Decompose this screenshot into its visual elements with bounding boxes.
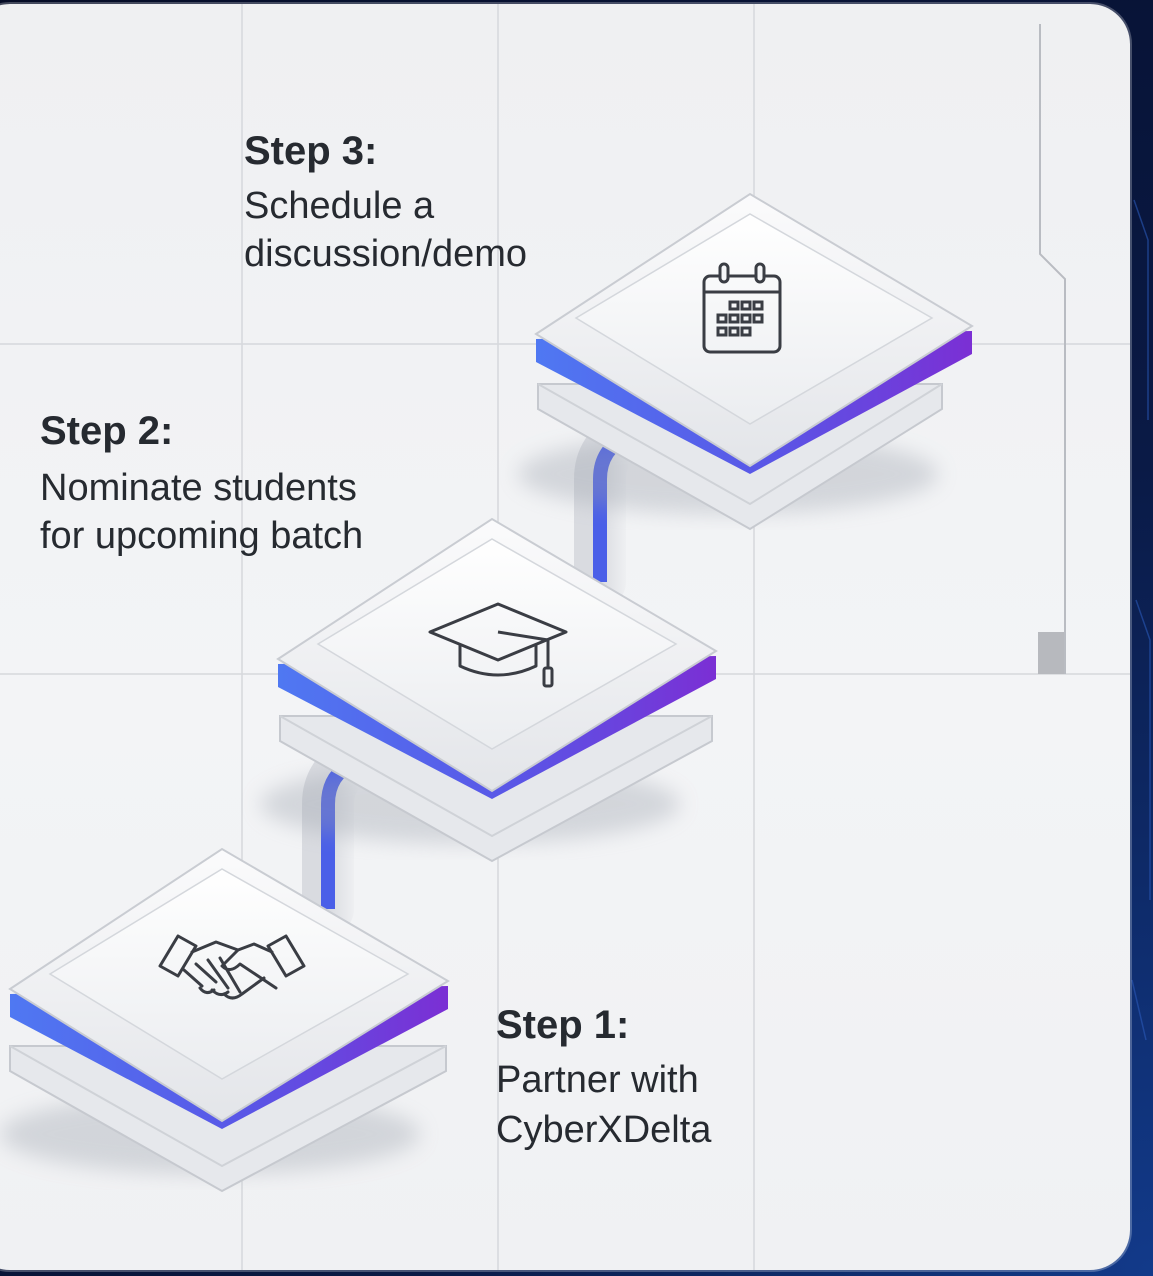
graduation-cap-icon <box>428 602 568 688</box>
platform-step-3 <box>518 192 974 531</box>
step-2-title: Step 2: <box>40 409 173 453</box>
step-3-label: Step 3: Schedule a discussion/demo <box>244 129 527 275</box>
platform-step-2 <box>260 517 718 863</box>
process-card: Step 3: Schedule a discussion/demo Step … <box>0 4 1130 1270</box>
step-2-line2: for upcoming batch <box>40 515 363 557</box>
calendar-icon <box>702 262 782 354</box>
step-1-line2: CyberXDelta <box>496 1109 712 1151</box>
scroll-rail <box>1038 24 1066 674</box>
step-2-label: Step 2: Nominate students for upcoming b… <box>40 409 363 557</box>
step-3-title: Step 3: <box>244 129 377 173</box>
process-diagram: Step 3: Schedule a discussion/demo Step … <box>0 4 1130 1270</box>
step-2-line1: Nominate students <box>40 467 357 509</box>
step-1-line1: Partner with <box>496 1059 699 1101</box>
handshake-icon <box>158 934 306 1000</box>
step-3-line2: discussion/demo <box>244 233 527 275</box>
circuit-decoration <box>1131 199 1151 1041</box>
step-1-title: Step 1: <box>496 1003 629 1047</box>
step-3-line1: Schedule a <box>244 185 435 227</box>
step-1-label: Step 1: Partner with CyberXDelta <box>496 1003 712 1151</box>
platform-step-1 <box>0 847 450 1193</box>
